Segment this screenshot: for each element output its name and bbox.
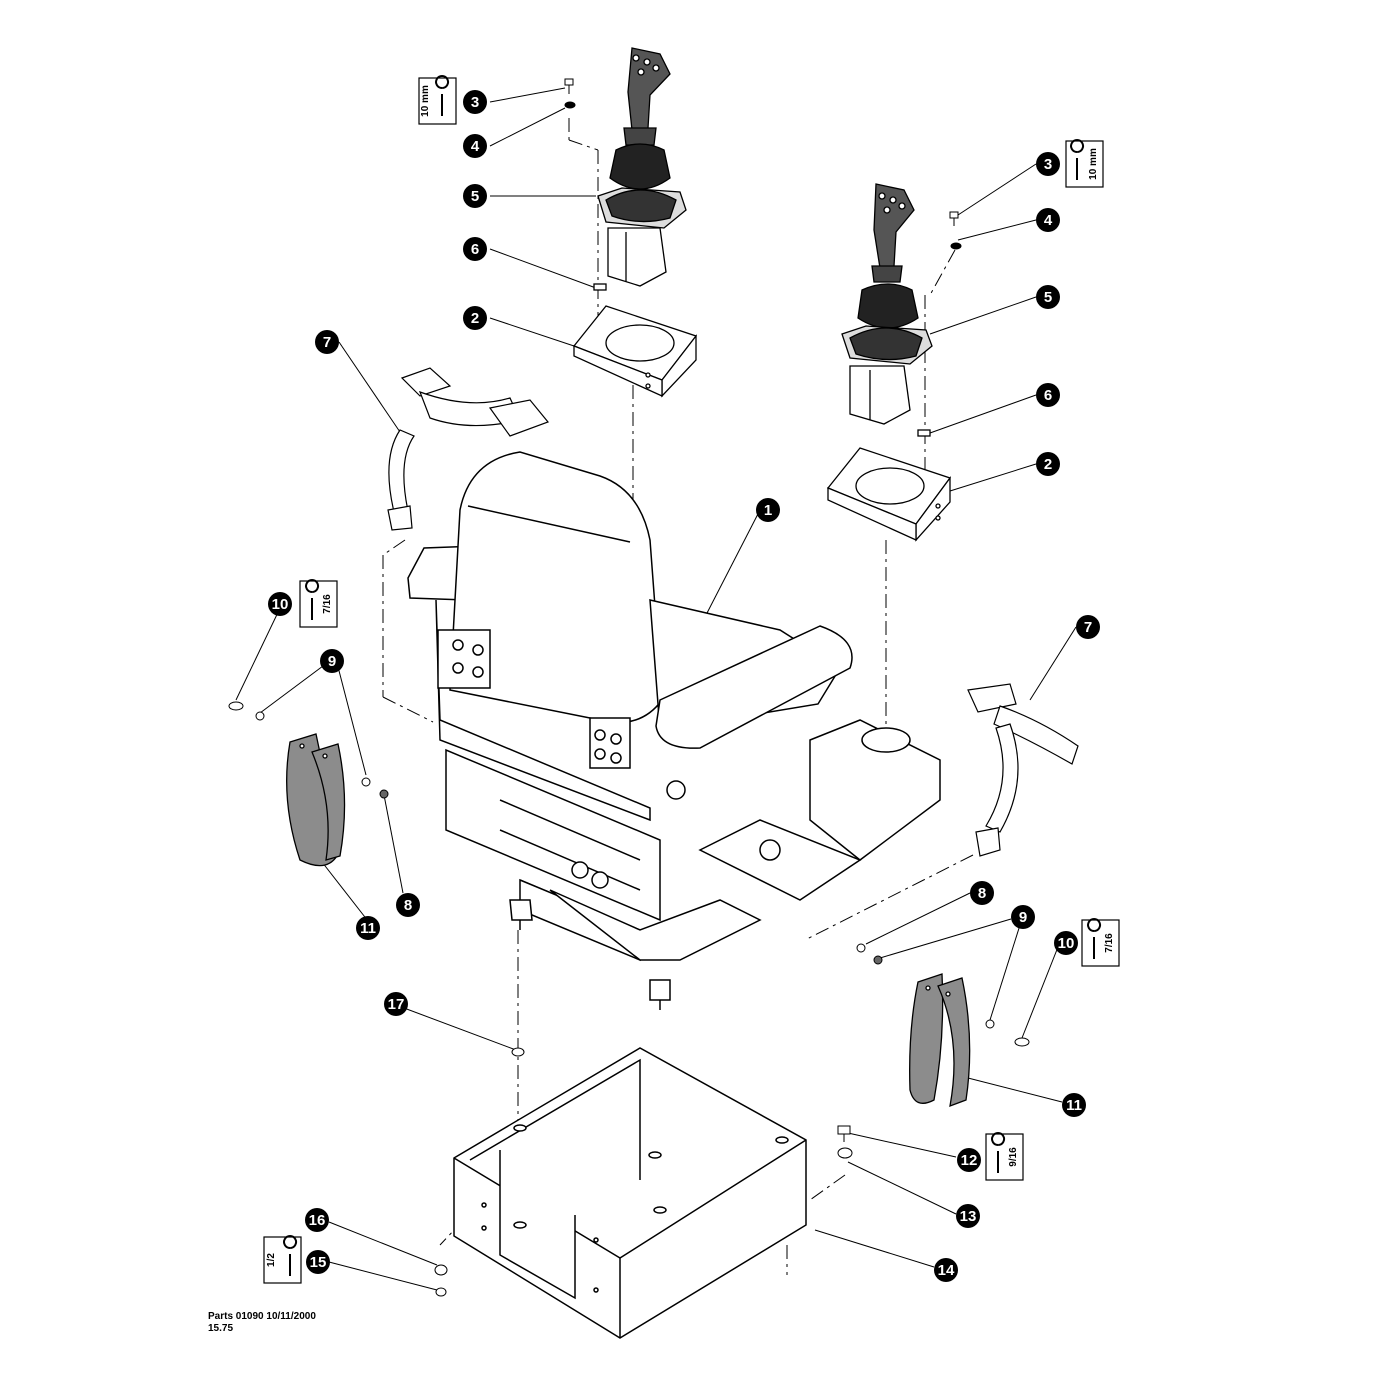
tool-badges: 10 mm 10 mm 7/16 7/16 9/16 1/2 xyxy=(263,75,1120,1284)
joystick-left xyxy=(593,47,687,291)
bracket-right xyxy=(826,447,952,542)
tool-size-10b: 7/16 xyxy=(1104,933,1115,953)
callout-14-label: 14 xyxy=(938,1262,955,1279)
callout-11b: 11 xyxy=(1062,1093,1086,1117)
callouts: 1 2 2 3 3 4 4 5 5 6 6 7 7 8 8 9 9 10 10 … xyxy=(268,90,1100,1282)
callout-2b-label: 2 xyxy=(1044,456,1052,473)
wrench-badge-15: 1/2 xyxy=(263,1235,302,1284)
callout-3b: 3 xyxy=(1036,152,1060,176)
strap-left xyxy=(286,733,346,867)
footer-caption: Parts 01090 10/11/2000 15.75 xyxy=(208,1311,316,1335)
callout-11a: 11 xyxy=(356,916,380,940)
callout-4b-label: 4 xyxy=(1044,212,1053,229)
callout-1-label: 1 xyxy=(764,502,772,519)
callout-4a: 4 xyxy=(463,134,487,158)
callout-13: 13 xyxy=(956,1204,980,1228)
callout-2a-label: 2 xyxy=(471,310,479,327)
callout-7b: 7 xyxy=(1076,615,1100,639)
tool-size-12: 9/16 xyxy=(1008,1147,1019,1167)
callout-6b: 6 xyxy=(1036,383,1060,407)
seat-assembly xyxy=(407,451,941,1010)
wrench-badge-10a: 7/16 xyxy=(299,579,338,628)
wrench-badge-10b: 7/16 xyxy=(1081,918,1120,967)
callout-6a-label: 6 xyxy=(471,241,479,258)
strap-right xyxy=(909,973,971,1108)
callout-15-label: 15 xyxy=(310,1254,327,1271)
wrench-badge-3a: 10 mm xyxy=(418,75,457,125)
callout-1: 1 xyxy=(756,498,780,522)
seat-belt-left xyxy=(387,367,549,531)
tool-size-15: 1/2 xyxy=(266,1253,277,1267)
bracket-left xyxy=(572,305,698,398)
callout-7a-label: 7 xyxy=(323,334,331,351)
callout-10b-label: 10 xyxy=(1058,935,1075,952)
callout-17-label: 17 xyxy=(388,996,405,1013)
joystick-right xyxy=(841,183,933,437)
callout-10a-label: 10 xyxy=(272,596,289,613)
callout-9b-label: 9 xyxy=(1019,909,1027,926)
callout-3a: 3 xyxy=(463,90,487,114)
seat-belt-right xyxy=(967,683,1079,857)
wrench-badge-3b: 10 mm xyxy=(1065,139,1104,188)
callout-14: 14 xyxy=(934,1258,958,1282)
callout-9b: 9 xyxy=(1011,905,1035,929)
callout-2a: 2 xyxy=(463,306,487,330)
seat-riser-box xyxy=(453,1047,807,1339)
callout-12: 12 xyxy=(957,1148,981,1172)
callout-10a: 10 xyxy=(268,592,292,616)
callout-4a-label: 4 xyxy=(471,138,480,155)
tool-size-10a: 7/16 xyxy=(322,594,333,614)
tool-size-3b: 10 mm xyxy=(1088,148,1099,180)
callout-6b-label: 6 xyxy=(1044,387,1052,404)
callout-5b: 5 xyxy=(1036,285,1060,309)
callout-8b: 8 xyxy=(970,881,994,905)
callout-2b: 2 xyxy=(1036,452,1060,476)
callout-7a: 7 xyxy=(315,330,339,354)
callout-11b-label: 11 xyxy=(1066,1097,1082,1114)
callout-9a-label: 9 xyxy=(328,653,336,670)
callout-16-label: 16 xyxy=(309,1212,326,1229)
hardware xyxy=(228,78,1030,1297)
callout-10b: 10 xyxy=(1054,931,1078,955)
wrench-badge-12: 9/16 xyxy=(985,1132,1024,1181)
tool-size-3a: 10 mm xyxy=(420,85,431,117)
callout-5b-label: 5 xyxy=(1044,289,1052,306)
callout-6a: 6 xyxy=(463,237,487,261)
callout-8b-label: 8 xyxy=(978,885,986,902)
leader-lines xyxy=(235,87,1077,1291)
callout-8a-label: 8 xyxy=(404,897,412,914)
callout-7b-label: 7 xyxy=(1084,619,1092,636)
callout-3b-label: 3 xyxy=(1044,156,1052,173)
callout-5a-label: 5 xyxy=(471,188,479,205)
callout-9a: 9 xyxy=(320,649,344,673)
callout-13-label: 13 xyxy=(960,1208,977,1225)
callout-12-label: 12 xyxy=(961,1152,978,1169)
callout-15: 15 xyxy=(306,1250,330,1274)
footer-parts-line: Parts 01090 10/11/2000 xyxy=(208,1311,316,1322)
footer-page-line: 15.75 xyxy=(208,1323,234,1334)
callout-16: 16 xyxy=(305,1208,329,1232)
callout-17: 17 xyxy=(384,992,408,1016)
callout-3a-label: 3 xyxy=(471,94,479,111)
callout-5a: 5 xyxy=(463,184,487,208)
callout-11a-label: 11 xyxy=(360,920,376,937)
callout-4b: 4 xyxy=(1036,208,1060,232)
callout-8a: 8 xyxy=(396,893,420,917)
